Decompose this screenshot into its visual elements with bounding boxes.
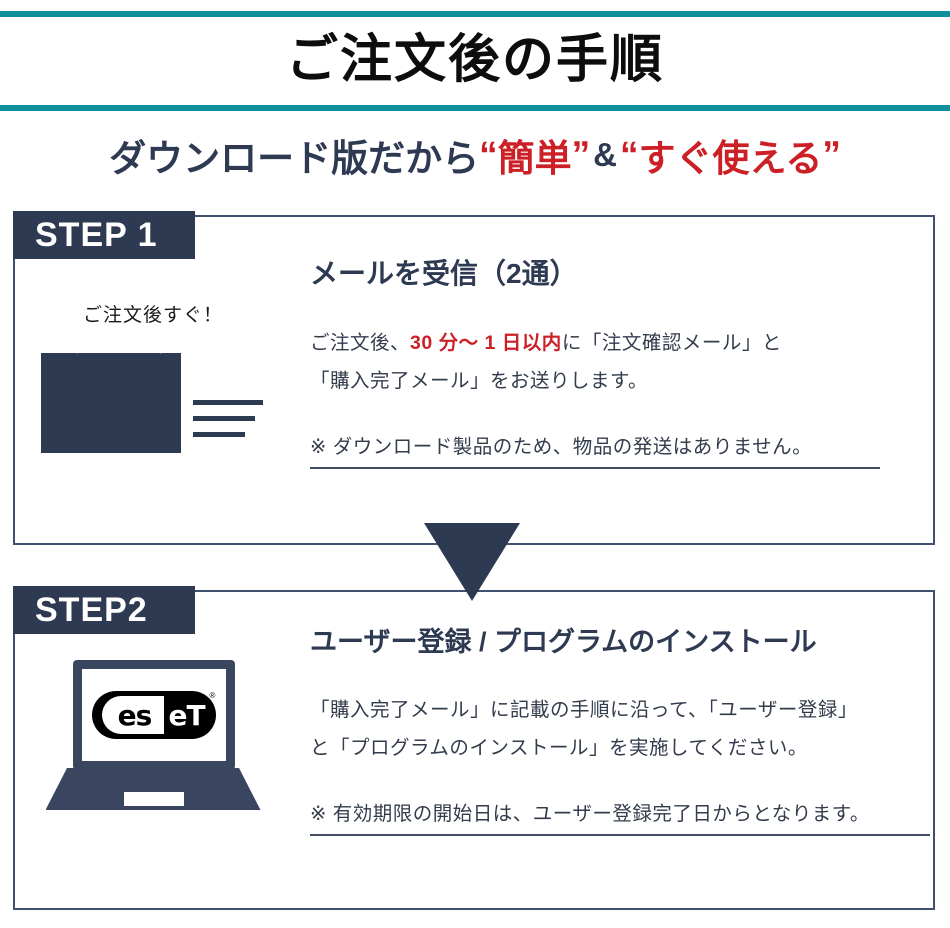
eset-logo: es eT ® — [91, 691, 216, 739]
step-2-badge: STEP2 — [13, 586, 195, 634]
envelope-icon — [40, 353, 266, 463]
subtitle-emph-1: 簡単 — [497, 138, 572, 179]
text-run: 「購入完了メール」をお送りします。 — [310, 370, 649, 393]
bottom-rule — [0, 105, 950, 111]
step-1-illustration: ご注文後すぐ！ — [13, 300, 293, 463]
laptop-eset-icon: es eT ® — [45, 660, 261, 810]
subtitle-quote-close-2: ” — [822, 134, 841, 175]
step-2-heading: ユーザー登録 / プログラムのインストール — [310, 627, 817, 657]
step-2-illustration: es eT ® — [13, 660, 293, 810]
subtitle-emph-2: すぐ使える — [638, 138, 823, 179]
step-1-caption: ご注文後すぐ！ — [82, 305, 223, 326]
text-run: 「購入完了メール」に記載の手順に沿って、「ユーザー登録」 — [310, 699, 858, 721]
text-run-emphasis: 30 分〜 1 日以内 — [410, 332, 562, 354]
page-title: ご注文後の手順 — [285, 31, 664, 89]
registered-mark-icon: ® — [209, 691, 216, 700]
subtitle: ダウンロード版だから “ 簡単 ” & “ すぐ使える ” — [0, 116, 950, 194]
step-1-body-line-2: 「購入完了メール」をお送りします。 — [310, 362, 910, 400]
step-1-note: ※ ダウンロード製品のため、物品の発送はありません。 — [310, 430, 880, 470]
step-2-body-line-1: 「購入完了メール」に記載の手順に沿って、「ユーザー登録」 — [310, 691, 910, 729]
subtitle-quote-open: “ — [479, 134, 498, 175]
step-2-content: ユーザー登録 / プログラムのインストール 「購入完了メール」に記載の手順に沿っ… — [310, 620, 930, 837]
text-run: に「注文確認メール」と — [561, 332, 782, 354]
step-1-heading: メールを受信（2通） — [310, 258, 578, 289]
step-2-note: ※ 有効期限の開始日は、ユーザー登録完了日からとなります。 — [310, 797, 930, 837]
step-1-content: メールを受信（2通） ご注文後、30 分〜 1 日以内に「注文確認メール」と 「… — [310, 252, 910, 470]
top-rule — [0, 11, 950, 17]
text-run: ご注文後、 — [310, 332, 411, 354]
subtitle-quote-open-2: “ — [619, 134, 639, 175]
eset-logo-right-text: eT — [168, 698, 205, 732]
eset-logo-left-text: es — [117, 698, 153, 732]
step-1-body-line-1: ご注文後、30 分〜 1 日以内に「注文確認メール」と — [310, 324, 910, 362]
subtitle-quote-close-1: ” — [571, 134, 591, 175]
step-1-badge: STEP 1 — [13, 211, 195, 259]
subtitle-lead: ダウンロード版だから — [109, 138, 480, 179]
down-arrow-icon — [424, 523, 520, 601]
subtitle-ampersand: & — [593, 136, 617, 173]
step-2-body-line-2: と「プログラムのインストール」を実施してください。 — [310, 729, 910, 767]
envelope-lines-icon — [192, 400, 263, 448]
text-run: と「プログラムのインストール」を実施してください。 — [310, 737, 808, 760]
